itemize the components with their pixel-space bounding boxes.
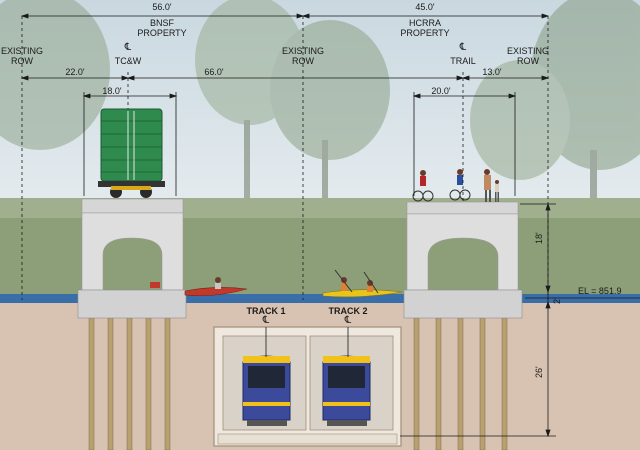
- label-row-right: ROW: [517, 56, 539, 66]
- trail-bridge: [403, 201, 523, 319]
- pedestrian-icon: [484, 169, 499, 202]
- dim-tunnel-depth: 26': [534, 366, 544, 378]
- cyclist-icon: [412, 170, 434, 202]
- centerline-icon: ℄: [459, 42, 467, 53]
- dimension-lines: [20, 13, 640, 438]
- dim-right-offset: 13.0': [482, 67, 502, 77]
- centerline-icon: ℄: [262, 315, 270, 326]
- lrt-tunnel: [213, 326, 402, 447]
- dim-rail-bridge-width: 18.0': [102, 86, 122, 96]
- label-track-1: TRACK 1: [246, 306, 286, 316]
- elevation-label: EL = 851.9: [578, 286, 622, 296]
- centerline-icon: ℄: [124, 42, 132, 53]
- label-existing-middle: EXISTING: [281, 46, 325, 56]
- kayak-icon: [150, 277, 248, 297]
- lrt-train-icon: [242, 355, 291, 426]
- kayak-icon: [322, 269, 403, 298]
- label-existing-right: EXISTING: [506, 46, 550, 56]
- label-bnsf: BNSF: [149, 18, 175, 28]
- label-row-left: ROW: [11, 56, 33, 66]
- dim-total-left: 56.0': [152, 2, 172, 12]
- dim-bridge-height: 18': [534, 232, 544, 244]
- background-trees: [0, 0, 640, 210]
- dim-middle-span: 66.0': [204, 67, 224, 77]
- water: [0, 294, 640, 303]
- label-bnsf-property: PROPERTY: [137, 28, 187, 38]
- boxcar-icon: [98, 108, 165, 198]
- cyclist-icon: [449, 169, 471, 201]
- dim-left-offset: 22.0': [65, 67, 85, 77]
- dim-trail-bridge-width: 20.0': [431, 86, 451, 96]
- lrt-train-icon: [322, 355, 371, 426]
- dim-water-depth: 2': [552, 297, 562, 304]
- dim-total-right: 45.0': [415, 2, 435, 12]
- label-row-middle: ROW: [292, 56, 314, 66]
- label-trail: TRAIL: [450, 56, 476, 66]
- rail-bridge: [77, 198, 187, 319]
- label-existing-left: EXISTING: [0, 46, 44, 56]
- label-tcw: TC&W: [114, 56, 142, 66]
- centerline-icon: ℄: [344, 315, 352, 326]
- label-hcrra-property: PROPERTY: [400, 28, 450, 38]
- label-hcrra: HCRRA: [408, 18, 442, 28]
- label-track-2: TRACK 2: [328, 306, 368, 316]
